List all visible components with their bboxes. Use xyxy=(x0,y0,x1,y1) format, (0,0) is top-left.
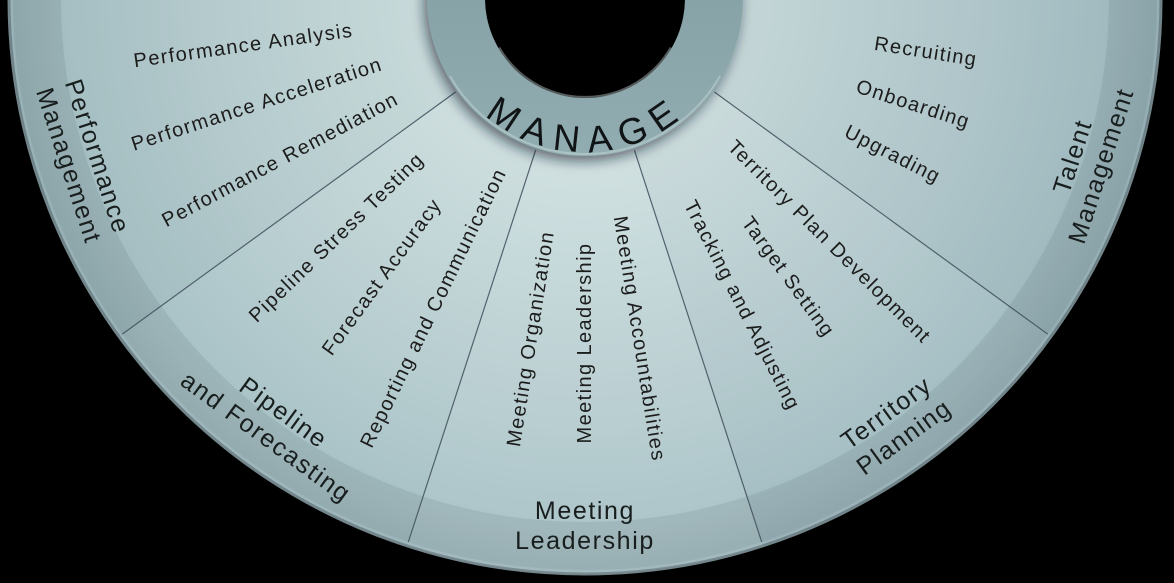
label-meeting-line1: Meeting xyxy=(535,497,635,525)
divider-line-108 xyxy=(407,150,537,543)
divider-line-72 xyxy=(633,150,763,543)
wheel-disk xyxy=(7,0,1163,576)
segment-dividers xyxy=(121,91,1049,543)
wheel-rim-vignette xyxy=(13,0,1157,570)
divider-line-144 xyxy=(121,91,456,335)
hub-hole-highlight xyxy=(498,46,672,98)
hub-hole xyxy=(485,0,685,98)
segment-talent-management-wedge xyxy=(587,0,1161,337)
divider-line-36 xyxy=(714,91,1049,335)
item-meeting-leadership: Meeting Leadership xyxy=(574,243,596,444)
hub-ring-highlight xyxy=(449,75,721,155)
label-meeting-line2: Leadership xyxy=(515,527,655,555)
segment-meeting-leadership-wedge xyxy=(407,0,763,574)
wheel-disk-circle xyxy=(7,0,1163,576)
label-meeting-leadership: Meeting Leadership xyxy=(515,497,655,555)
